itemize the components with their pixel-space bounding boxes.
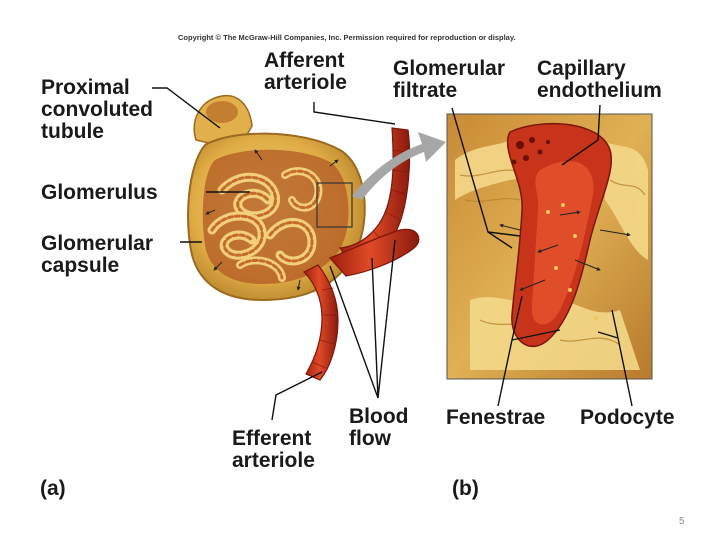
leader-fenestrae bbox=[497, 295, 561, 407]
label-fenestrae: Fenestrae bbox=[446, 406, 546, 429]
panel-b-illustration bbox=[446, 113, 653, 380]
leader-lines bbox=[152, 87, 633, 421]
label-proximal-convoluted-tubule: Proximal convoluted tubule bbox=[41, 76, 154, 143]
page-number: 5 bbox=[679, 516, 685, 527]
zoom-box bbox=[316, 182, 353, 228]
leader-afferent bbox=[313, 102, 396, 125]
leader-filtrate bbox=[451, 107, 521, 249]
label-capillary-endothelium: Capillary endothelium bbox=[537, 57, 662, 102]
panel-label-b: (b) bbox=[452, 477, 479, 500]
label-afferent-arteriole: Afferent arteriole bbox=[264, 49, 347, 94]
glomerulus-shape bbox=[207, 167, 323, 282]
label-glomerular-filtrate: Glomerular filtrate bbox=[393, 57, 506, 102]
curved-vessel-shape bbox=[328, 228, 420, 277]
label-glomerular-capsule: Glomerular capsule bbox=[41, 232, 154, 277]
label-podocyte: Podocyte bbox=[580, 406, 675, 429]
label-glomerulus: Glomerulus bbox=[41, 181, 158, 204]
panel-a-illustration bbox=[187, 94, 446, 381]
leader-proximal bbox=[152, 87, 221, 129]
leader-endothelium bbox=[561, 104, 601, 166]
panel-label-a: (a) bbox=[40, 477, 66, 500]
label-blood-flow: Blood flow bbox=[349, 405, 409, 450]
label-efferent-arteriole: Efferent arteriole bbox=[232, 427, 315, 472]
leader-efferent bbox=[271, 371, 323, 421]
leader-podocyte bbox=[597, 309, 633, 407]
copyright-notice: Copyright © The McGraw-Hill Companies, I… bbox=[178, 33, 516, 42]
leader-bloodflow bbox=[329, 239, 396, 399]
zoom-arrow bbox=[352, 132, 446, 200]
